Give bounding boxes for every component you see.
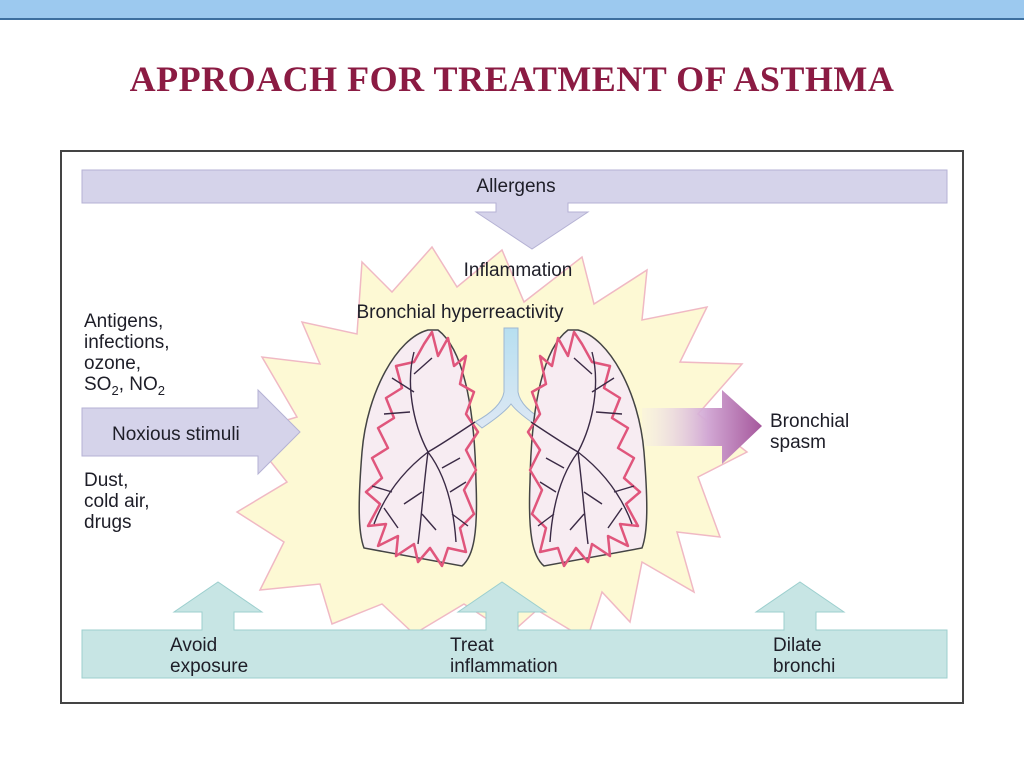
- left-lung-inflamed-outline: [364, 330, 480, 568]
- treatment-line-2: inflammation: [450, 656, 558, 677]
- asthma-diagram: Allergens Inflammation Bronchial hyperre…: [81, 169, 948, 679]
- right-lung: [526, 329, 648, 568]
- no-subscript: 2: [158, 383, 165, 398]
- treatment-treat-inflammation: Treat inflammation: [450, 635, 558, 677]
- treatment-line-1: Dilate: [773, 635, 822, 656]
- so-subscript: 2: [111, 383, 118, 398]
- asthma-diagram-frame: Allergens Inflammation Bronchial hyperre…: [60, 150, 964, 704]
- noxious-stimuli-arrow: [81, 388, 301, 476]
- allergens-label: Allergens: [476, 176, 555, 197]
- treatment-band: [81, 581, 948, 679]
- triggers-bottom-list: Dust, cold air, drugs: [84, 470, 149, 533]
- no-text: , NO: [119, 374, 158, 395]
- bronchial-spasm-label-2: spasm: [770, 432, 826, 453]
- trigger-line: infections,: [84, 332, 170, 353]
- treatment-line-1: Avoid: [170, 635, 217, 656]
- treatment-line-2: bronchi: [773, 656, 835, 677]
- treatment-line-2: exposure: [170, 656, 248, 677]
- so-text: SO: [84, 374, 111, 395]
- triggers-top-list: Antigens, infections, ozone, SO2, NO2: [84, 311, 170, 398]
- top-accent-bar: [0, 0, 1024, 20]
- bronchial-spasm-label-1: Bronchial: [770, 411, 849, 432]
- trigger-line: Dust,: [84, 470, 128, 491]
- trigger-line: ozone,: [84, 353, 141, 374]
- bronchial-spasm-arrow: [642, 390, 762, 464]
- allergens-arrow: [81, 169, 948, 250]
- treatment-dilate-bronchi: Dilate bronchi: [773, 635, 835, 677]
- trachea: [474, 327, 548, 429]
- right-lung-inflamed-outline: [526, 330, 642, 568]
- trigger-line: Antigens,: [84, 311, 163, 332]
- left-lung: [358, 329, 480, 568]
- left-bronchial-tree: [371, 351, 476, 545]
- treatment-line-1: Treat: [450, 635, 494, 656]
- inflammation-label: Inflammation: [464, 260, 573, 281]
- trigger-gas-line: SO2, NO2: [84, 374, 165, 398]
- slide-title: APPROACH FOR TREATMENT OF ASTHMA: [129, 59, 895, 99]
- trigger-line: cold air,: [84, 491, 149, 512]
- noxious-stimuli-label: Noxious stimuli: [112, 424, 240, 445]
- treatment-avoid-exposure: Avoid exposure: [170, 635, 248, 677]
- hyperreactivity-label: Bronchial hyperreactivity: [357, 302, 564, 323]
- right-bronchial-tree: [530, 351, 635, 545]
- trigger-line: drugs: [84, 512, 132, 533]
